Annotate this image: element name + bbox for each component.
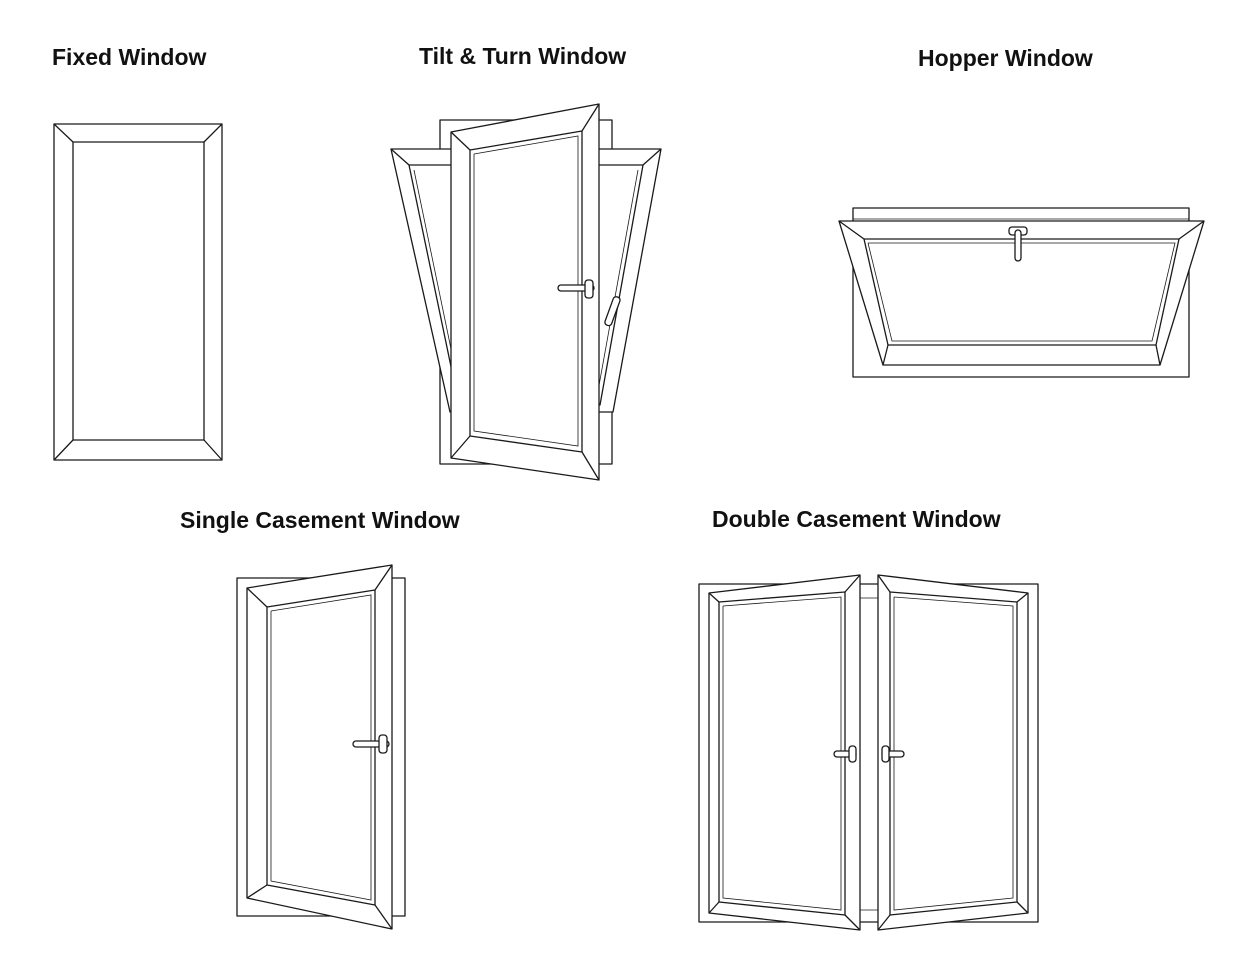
double-casement-window-drawing (698, 574, 1039, 931)
double-casement-window-title: Double Casement Window (712, 506, 1001, 532)
single-casement-window-drawing (236, 564, 406, 930)
fixed-window-drawing (53, 123, 223, 461)
turn-sash-outer (450, 103, 600, 481)
hopper-window-title: Hopper Window (918, 45, 1093, 71)
tilt-turn-window-drawing (390, 103, 662, 481)
fixed-outer-frame (53, 123, 223, 461)
tilt-turn-window-title: Tilt & Turn Window (419, 43, 627, 69)
tilt-sash-handle (604, 296, 621, 327)
hopper-fixed-frame (852, 207, 1190, 378)
hopper-window-drawing (838, 207, 1205, 378)
fixed-inner-frame (72, 141, 205, 441)
fixed-window-title: Fixed Window (52, 44, 207, 70)
double-fixed-frame (698, 583, 1039, 923)
single-casement-window-title: Single Casement Window (180, 507, 460, 533)
